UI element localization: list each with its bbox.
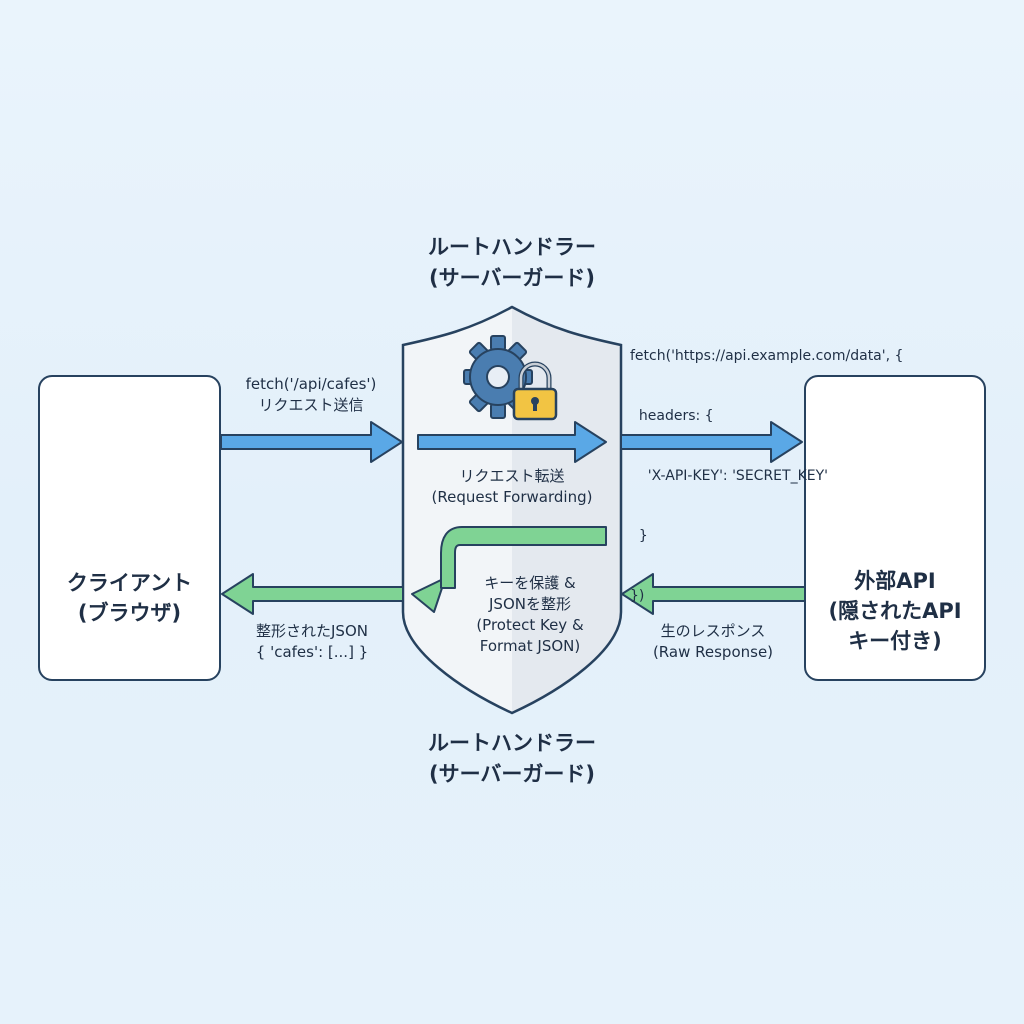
external-api-title-line3: キー付き) (848, 629, 942, 653)
bottom-heading: ルートハンドラー (サーバーガード) (362, 728, 662, 790)
request-arrow-handler-to-api (620, 421, 803, 463)
raw-response-label: 生のレスポンス (Raw Response) (622, 621, 804, 663)
route-handler-shield (401, 305, 623, 715)
top-heading: ルートハンドラー (サーバーガード) (362, 232, 662, 294)
lock-icon (512, 361, 558, 421)
external-fetch-code-line4: } (630, 528, 648, 544)
protect-format-label-line3: (Protect Key & (476, 616, 584, 634)
external-fetch-code-line1: fetch('https://api.example.com/data', { (630, 348, 904, 364)
formatted-json-label: 整形されたJSON { 'cafes': [...] } (222, 621, 402, 663)
protect-format-label-line4: Format JSON) (479, 637, 581, 655)
client-title-line2: (ブラウザ) (77, 601, 182, 625)
raw-response-label-line1: 生のレスポンス (660, 622, 766, 640)
external-api-title-line2: (隠されたAPI (828, 599, 962, 623)
top-heading-line1: ルートハンドラー (428, 235, 596, 259)
response-arrow-api-to-handler (621, 573, 806, 615)
client-title-line1: クライアント (66, 571, 193, 595)
client-request-label: fetch('/api/cafes') リクエスト送信 (221, 374, 401, 416)
client-request-label-line1: fetch('/api/cafes') (245, 375, 377, 393)
bottom-heading-line1: ルートハンドラー (428, 731, 596, 755)
response-arrow-handler-to-client (221, 573, 404, 615)
external-fetch-code: fetch('https://api.example.com/data', { … (630, 306, 903, 646)
request-arrow-client-to-handler (220, 421, 403, 463)
external-api-box (804, 375, 986, 681)
response-arrow-inside-handler (411, 526, 607, 613)
request-forwarding-label-line1: リクエスト転送 (459, 467, 565, 485)
top-heading-line2: (サーバーガード) (429, 266, 595, 290)
external-fetch-code-line3: 'X-API-KEY': 'SECRET_KEY' (630, 468, 828, 484)
client-title: クライアント (ブラウザ) (38, 568, 221, 628)
protect-format-label: キーを保護 & JSONを整形 (Protect Key & Format JS… (455, 573, 605, 657)
request-forwarding-label-line2: (Request Forwarding) (431, 488, 593, 506)
raw-response-label-line2: (Raw Response) (652, 643, 774, 661)
formatted-json-label-line1: 整形されたJSON (256, 622, 368, 640)
protect-format-label-line2: JSONを整形 (489, 595, 571, 613)
external-fetch-code-line2: headers: { (630, 408, 714, 424)
protect-format-label-line1: キーを保護 & (484, 574, 576, 592)
external-fetch-code-line5: }) (630, 588, 645, 604)
request-forwarding-label: リクエスト転送 (Request Forwarding) (412, 466, 612, 508)
formatted-json-label-line2: { 'cafes': [...] } (255, 643, 369, 661)
client-request-label-line2: リクエスト送信 (258, 396, 364, 414)
external-api-title: 外部API (隠されたAPI キー付き) (804, 566, 986, 656)
request-arrow-inside-handler (417, 421, 607, 463)
bottom-heading-line2: (サーバーガード) (429, 762, 595, 786)
external-api-title-line1: 外部API (854, 569, 936, 593)
client-box (38, 375, 221, 681)
